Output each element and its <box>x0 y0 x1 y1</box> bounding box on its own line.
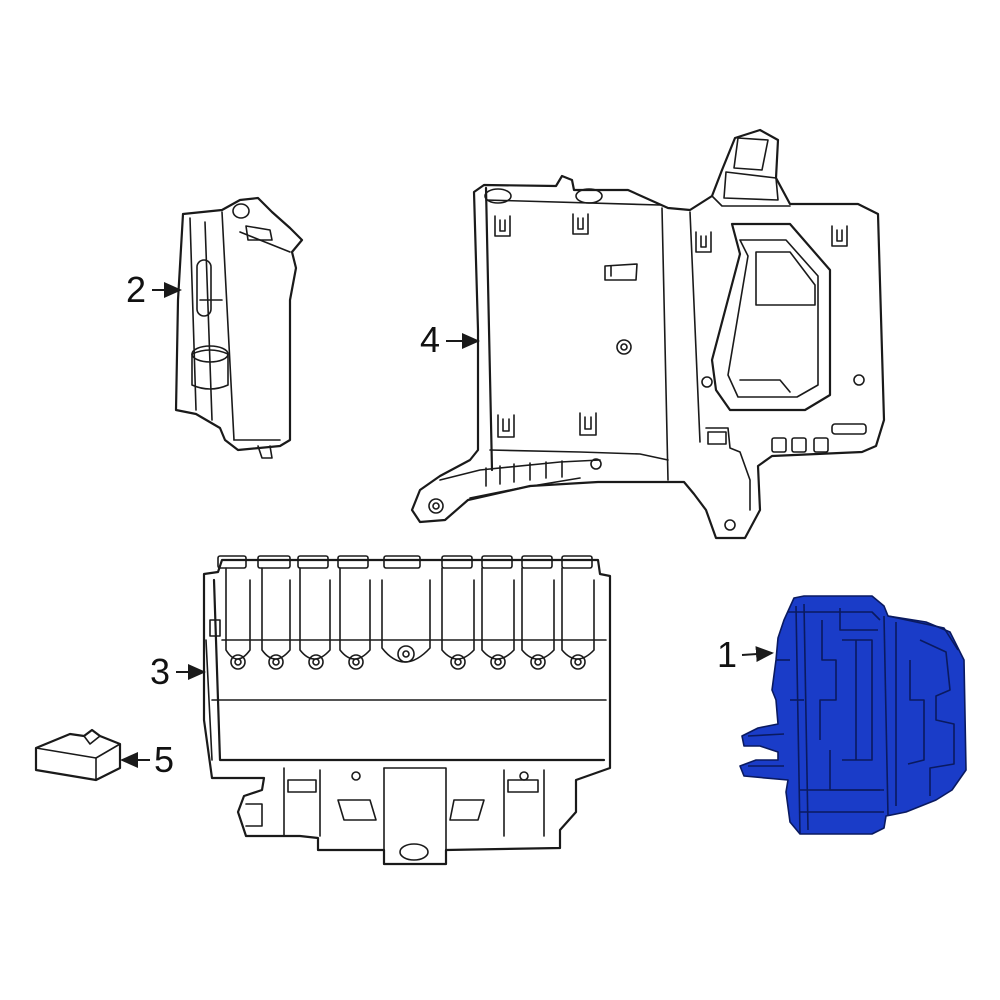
part-1-module-highlighted[interactable] <box>739 595 967 835</box>
callout-2: 2 <box>126 269 182 310</box>
callout-3: 3 <box>150 651 206 692</box>
part-5-clip[interactable] <box>34 728 122 782</box>
part-3-fuse-block[interactable] <box>202 555 612 866</box>
callout-5-label: 5 <box>154 739 174 780</box>
callout-5: 5 <box>120 739 174 780</box>
callout-1-arrow <box>741 646 774 663</box>
callout-4: 4 <box>420 319 480 360</box>
callout-2-label: 2 <box>126 269 146 310</box>
callout-1-label: 1 <box>717 634 737 675</box>
callout-4-label: 4 <box>420 319 440 360</box>
part-1-body <box>739 595 967 835</box>
part-2-module[interactable] <box>174 196 304 459</box>
callout-1: 1 <box>717 634 774 675</box>
callout-3-label: 3 <box>150 651 170 692</box>
part-4-bracket[interactable] <box>410 128 886 540</box>
